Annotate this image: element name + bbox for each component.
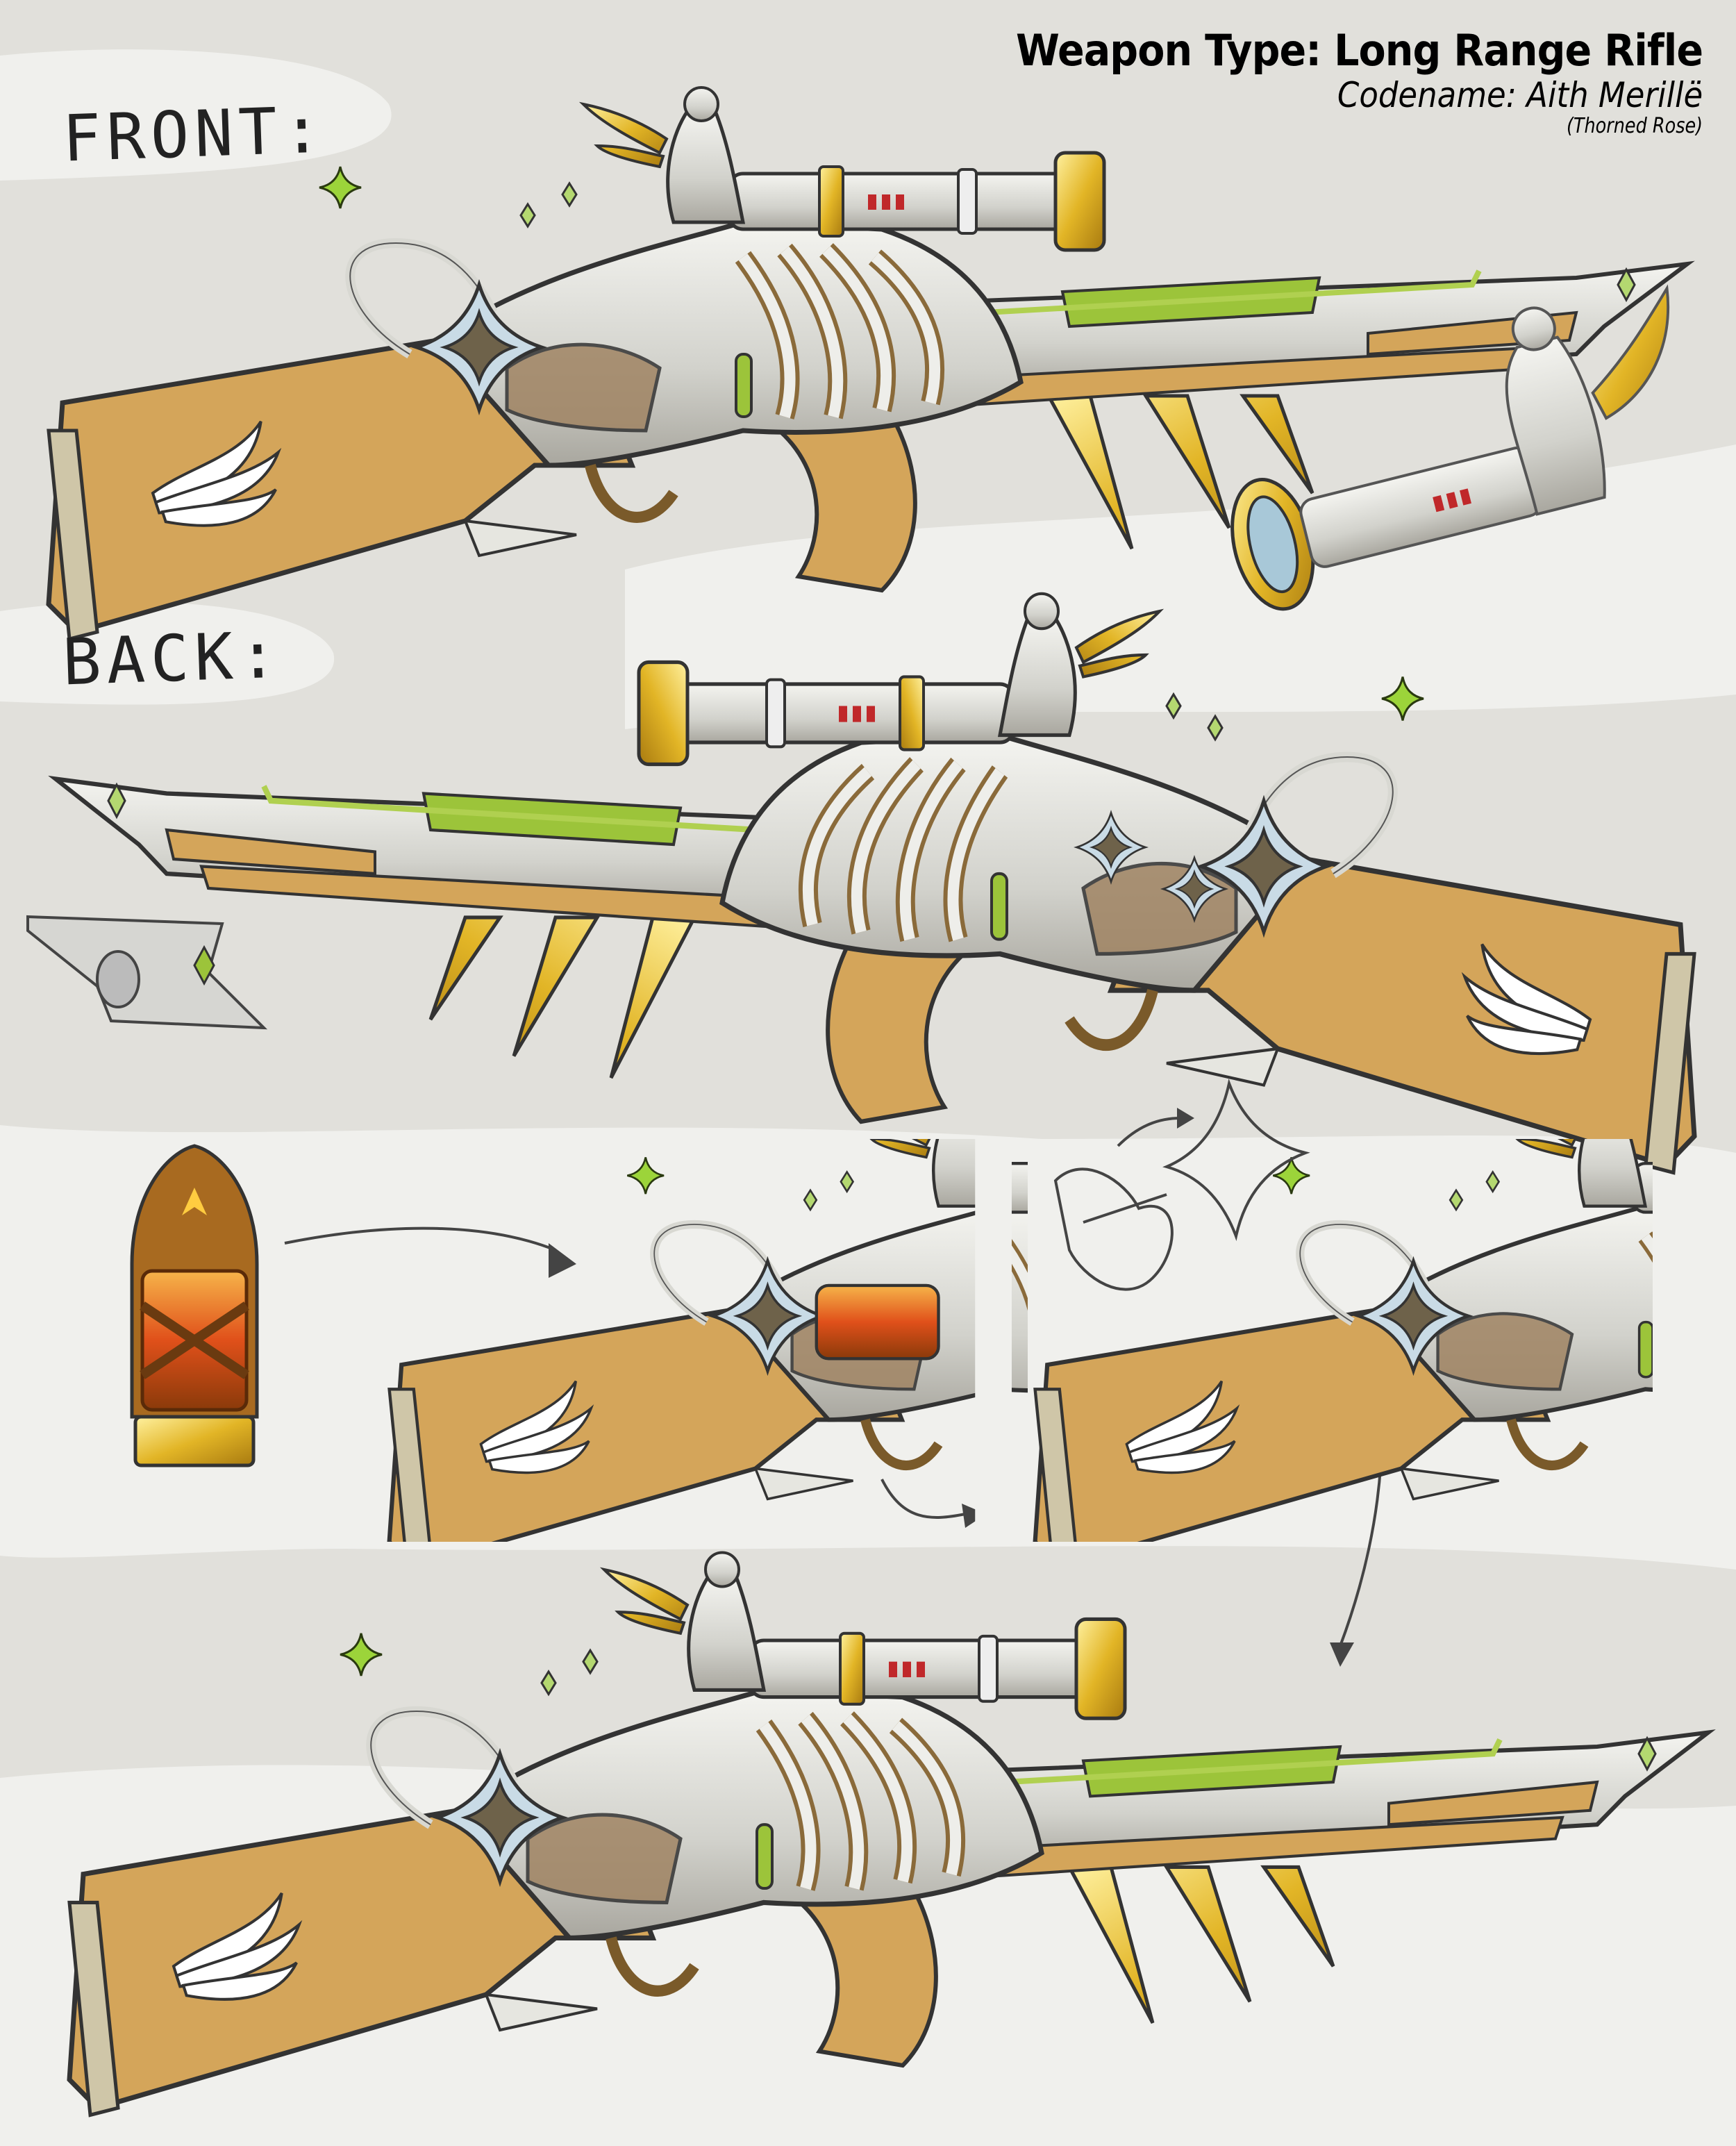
reload-step-open — [390, 1139, 1736, 1542]
star-mechanism-sketch — [1053, 1079, 1310, 1291]
ammo-cartridge — [130, 1144, 259, 1467]
codename-translation: (Thorned Rose) — [1566, 113, 1703, 138]
codename: Codename: Aith Merillë — [1337, 75, 1703, 116]
muzzle-detail-sketch — [26, 915, 268, 1030]
title-block: Weapon Type: Long Range Rifle Codename: … — [956, 28, 1703, 137]
back-view-label: BACK: — [61, 617, 284, 700]
weapon-type-title: Weapon Type: Long Range Rifle — [1015, 25, 1703, 76]
arrow-heads — [549, 1108, 1354, 1667]
front-view-label: FRONT: — [61, 92, 328, 176]
scope-detail-sketch — [1230, 284, 1670, 611]
